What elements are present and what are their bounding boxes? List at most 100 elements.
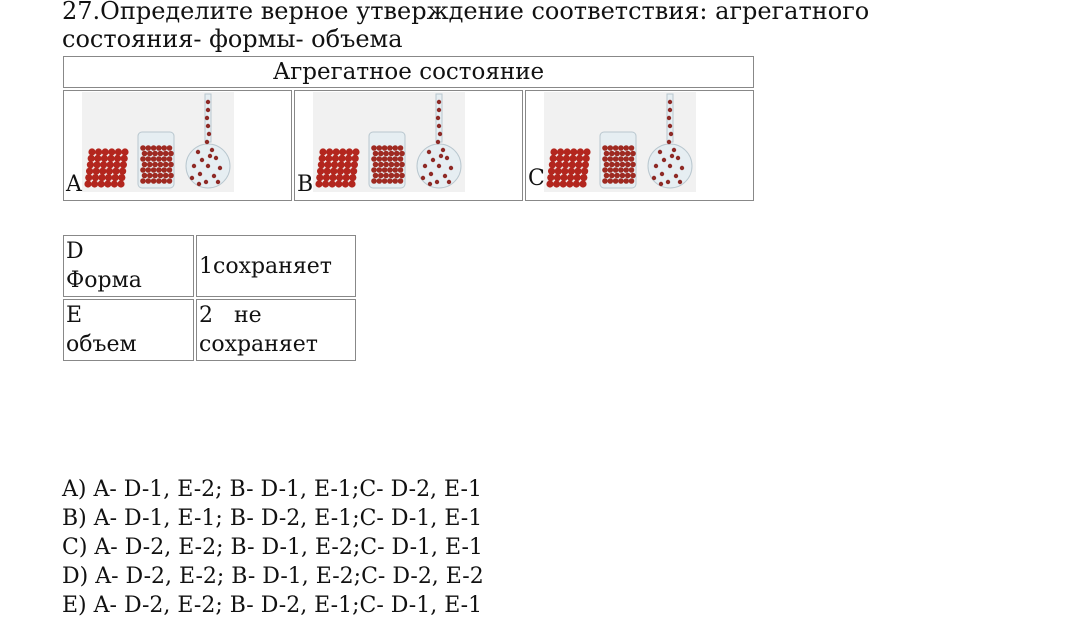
- solid-particle: [561, 167, 569, 175]
- liquid-particle: [623, 156, 629, 162]
- solid-particle: [323, 167, 331, 175]
- liquid-particle: [162, 161, 169, 168]
- liquid-particle: [371, 167, 377, 173]
- liquid-particle: [157, 150, 164, 157]
- property-code: D: [66, 239, 84, 264]
- solid-particle: [567, 167, 575, 175]
- gas-particle: [199, 157, 205, 163]
- solid-particle: [548, 161, 556, 169]
- cell-label: C: [528, 166, 545, 191]
- solid-particle: [120, 154, 128, 162]
- liquid-particle: [166, 167, 173, 173]
- liquid-particle: [603, 150, 610, 157]
- gas-particle: [437, 131, 443, 137]
- gas-particle: [651, 175, 657, 181]
- cell-label: A: [66, 172, 82, 197]
- liquid-particle: [383, 172, 389, 179]
- liquid-particle: [166, 178, 173, 184]
- liquid-particle: [612, 167, 619, 173]
- liquid-particle: [387, 178, 393, 184]
- gas-particle: [430, 157, 436, 163]
- gas-particle: [420, 175, 426, 181]
- liquid-particle: [607, 156, 614, 162]
- liquid-particle: [387, 167, 393, 173]
- solid-particle: [316, 174, 324, 182]
- liquid-particle: [381, 145, 388, 151]
- gas-particle: [438, 153, 444, 159]
- gas-particle: [669, 153, 675, 159]
- liquid-particle: [166, 145, 173, 151]
- liquid-particle: [141, 150, 148, 157]
- liquid-particle: [393, 172, 400, 179]
- solid-particle: [97, 180, 105, 188]
- liquid-particle: [623, 178, 629, 184]
- liquid-particle: [140, 167, 146, 173]
- gas-particle: [195, 149, 201, 155]
- gas-particle: [203, 179, 209, 185]
- solid-particle: [117, 180, 125, 188]
- solid-particle: [549, 154, 557, 162]
- gas-particle: [204, 139, 210, 145]
- liquid-particle: [157, 161, 164, 168]
- gas-particle: [442, 173, 448, 179]
- gas-particle: [657, 149, 663, 155]
- liquid-particle: [141, 172, 148, 179]
- solid-particle: [342, 174, 350, 182]
- liquid-particle: [624, 150, 631, 157]
- liquid-particle: [152, 172, 158, 179]
- liquid-particle: [612, 156, 619, 162]
- gas-particle: [207, 153, 213, 159]
- solid-particle: [86, 167, 94, 175]
- gas-particle: [434, 179, 440, 185]
- liquid-particle: [371, 156, 377, 162]
- solid-particle: [574, 167, 582, 175]
- liquid-particle: [376, 145, 383, 151]
- states-illustration: [544, 92, 696, 192]
- liquid-particle: [140, 178, 146, 184]
- solid-particle: [322, 174, 330, 182]
- liquid-particle: [618, 167, 624, 173]
- solid-particle: [326, 148, 334, 156]
- gas-particle: [197, 171, 203, 177]
- answer-option[interactable]: E) A- D-2, E-2; B- D-2, E-1;C- D-1, E-1: [62, 593, 483, 618]
- option-cell: 1сохраняет: [196, 235, 356, 297]
- solid-particle: [553, 174, 561, 182]
- answer-option[interactable]: C) A- D-2, E-2; B- D-1, E-2;C- D-1, E-1: [62, 535, 483, 560]
- gas-particle: [661, 157, 667, 163]
- gas-particle: [215, 179, 221, 185]
- liquid-particle: [399, 172, 405, 179]
- answer-option[interactable]: A) A- D-1, E-2; B- D-1, E-1;C- D-2, E-1: [62, 477, 482, 502]
- liquid-particle: [628, 156, 635, 162]
- question-line-1: 27.Определите верное утверждение соответ…: [62, 0, 870, 25]
- liquid-particle: [152, 150, 158, 157]
- liquid-particle: [388, 172, 395, 179]
- liquid-particle: [609, 172, 615, 179]
- solid-particle: [93, 161, 101, 169]
- answer-option[interactable]: B) A- D-1, E-1; B- D-2, E-1;C- D-1, E-1: [62, 506, 483, 531]
- liquid-particle: [161, 167, 167, 173]
- liquid-particle: [161, 145, 167, 151]
- liquid-particle: [397, 145, 404, 151]
- gas-particle: [205, 107, 211, 113]
- solid-particle: [91, 174, 99, 182]
- solid-particle: [339, 148, 347, 156]
- liquid-particle: [397, 156, 404, 162]
- liquid-particle: [392, 167, 398, 173]
- liquid-particle: [383, 150, 389, 157]
- solid-particle: [336, 167, 344, 175]
- liquid-particle: [156, 145, 162, 151]
- answer-option[interactable]: D) A- D-2, E-2; B- D-1, E-2;C- D-2, E-2: [62, 564, 484, 589]
- liquid-particle: [150, 145, 157, 151]
- answer-options: A) A- D-1, E-2; B- D-1, E-1;C- D-2, E-1 …: [62, 475, 484, 620]
- solid-particle: [575, 161, 583, 169]
- solid-particle: [582, 154, 590, 162]
- cell-label: B: [297, 172, 314, 197]
- solid-particle: [555, 161, 563, 169]
- gas-particle: [196, 181, 202, 187]
- solid-particle: [553, 180, 561, 188]
- liquid-particle: [381, 178, 388, 184]
- solid-particle: [349, 174, 357, 182]
- solid-particle: [105, 174, 113, 182]
- solid-particle: [547, 174, 555, 182]
- solid-particle: [583, 148, 591, 156]
